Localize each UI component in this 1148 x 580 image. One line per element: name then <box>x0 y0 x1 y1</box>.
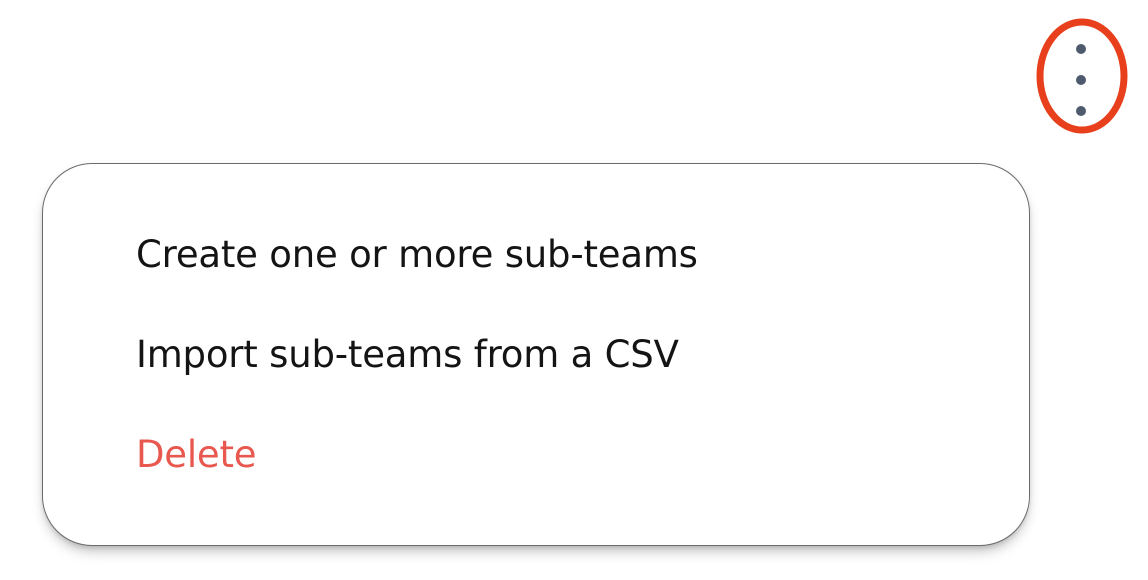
kebab-dot-bottom <box>1076 106 1086 116</box>
menu-item-label: Delete <box>136 433 257 476</box>
overflow-menu-button[interactable] <box>1060 44 1102 116</box>
context-menu-card: Create one or more sub-teams Import sub-… <box>42 163 1030 546</box>
kebab-dot-top <box>1076 44 1086 54</box>
menu-item-create-sub-teams[interactable]: Create one or more sub-teams <box>43 205 1029 305</box>
menu-item-import-sub-teams-csv[interactable]: Import sub-teams from a CSV <box>43 305 1029 405</box>
menu-item-delete[interactable]: Delete <box>43 405 1029 505</box>
menu-item-label: Create one or more sub-teams <box>136 233 698 276</box>
menu-item-label: Import sub-teams from a CSV <box>136 333 679 376</box>
context-menu-list: Create one or more sub-teams Import sub-… <box>43 205 1029 505</box>
kebab-dot-middle <box>1076 75 1086 85</box>
